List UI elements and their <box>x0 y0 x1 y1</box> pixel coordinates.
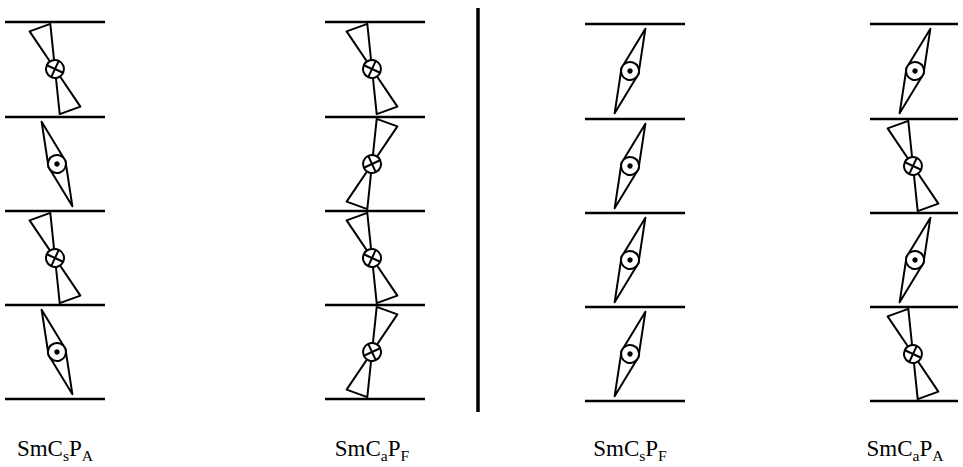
phase-label: SmCsPA <box>17 436 93 465</box>
molecule <box>347 213 398 303</box>
molecule <box>606 121 654 212</box>
molecule <box>33 307 81 398</box>
molecule <box>347 24 398 114</box>
molecule <box>606 26 654 117</box>
layer-lines <box>5 22 105 399</box>
layer-lines <box>325 22 425 399</box>
divider-line <box>476 8 480 412</box>
molecule <box>33 119 81 210</box>
molecule <box>891 26 939 117</box>
molecule <box>606 309 654 400</box>
molecule <box>347 307 398 397</box>
phase-label: SmCaPF <box>335 436 409 465</box>
phase-label: SmCsPF <box>593 436 667 465</box>
molecule <box>30 24 81 114</box>
molecule <box>30 213 81 303</box>
molecule <box>888 309 939 399</box>
molecule <box>888 121 939 211</box>
layer-lines <box>585 24 685 401</box>
phase-label: SmCaPA <box>866 436 943 465</box>
molecule <box>891 215 939 306</box>
layer-lines <box>870 24 958 401</box>
molecule <box>606 215 654 306</box>
molecule <box>347 119 398 209</box>
